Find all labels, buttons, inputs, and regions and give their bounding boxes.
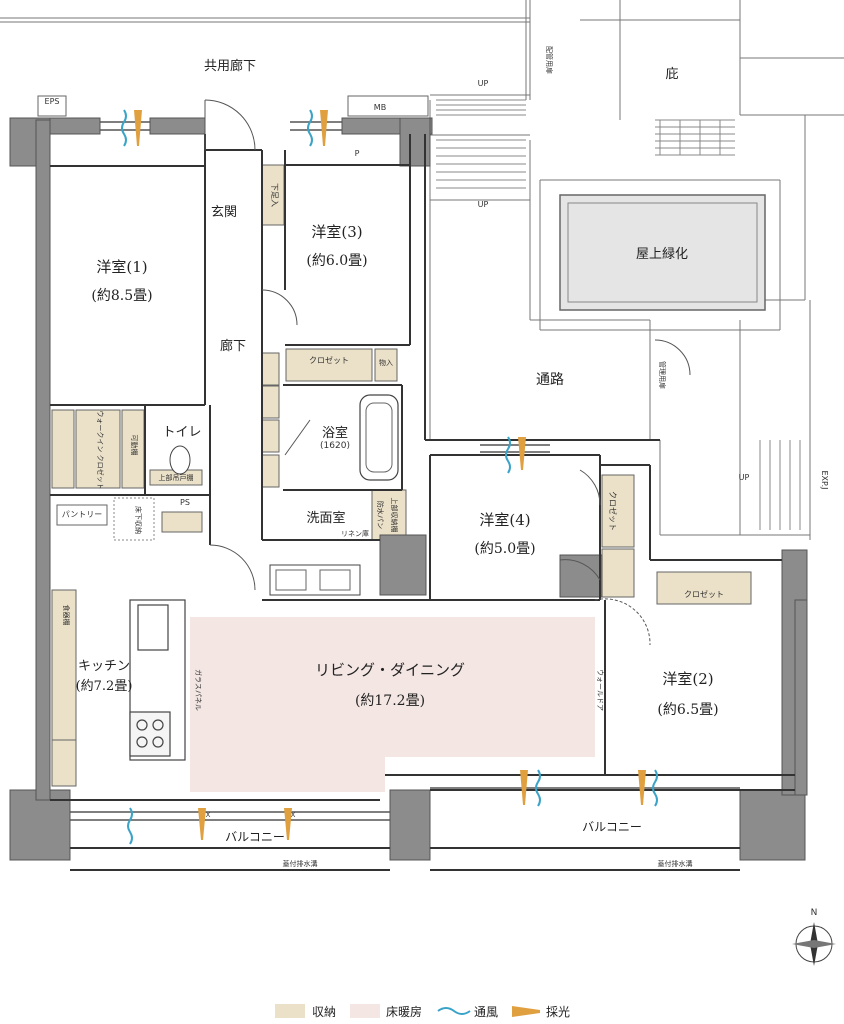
interior-walls bbox=[50, 134, 795, 871]
legend-storage-label: 収納 bbox=[312, 1005, 336, 1019]
rooftop-green-label: 屋上緑化 bbox=[636, 247, 688, 262]
glass-panel-label: ガラスパネル bbox=[194, 669, 203, 711]
floor-heating-area bbox=[190, 617, 595, 757]
drain-left-label: 蓋付排水溝 bbox=[283, 859, 318, 868]
legend-storage-swatch bbox=[275, 1004, 305, 1018]
pipe-space-label: 配管用扉 bbox=[545, 46, 554, 74]
antifall-pan-label: 防水パン bbox=[376, 501, 385, 529]
legend-floor-heating-swatch bbox=[350, 1004, 380, 1018]
legend-ventilation-icon bbox=[437, 1007, 471, 1015]
compass-rose bbox=[792, 922, 836, 966]
legend: 収納 床暖房 通風 採光 bbox=[275, 1004, 570, 1019]
up-label-1: UP bbox=[478, 79, 489, 88]
room-kitchen-size: (約7.2畳) bbox=[76, 679, 133, 694]
room-western1-name: 洋室(1) bbox=[96, 258, 147, 276]
legend-lighting-icon bbox=[512, 1006, 540, 1017]
room-hallway-name: 廊下 bbox=[220, 338, 246, 354]
storage-areas bbox=[51, 164, 752, 787]
room-bath-size: (1620) bbox=[320, 441, 350, 451]
balcony-left-label: バルコニー bbox=[225, 830, 285, 844]
eps-label: EPS bbox=[45, 97, 60, 106]
up-label-2: UP bbox=[478, 200, 489, 209]
walkin-label: ウォークイン クロゼット bbox=[96, 410, 105, 489]
room-western2-name: 洋室(2) bbox=[662, 670, 713, 688]
p-label: P bbox=[355, 149, 360, 158]
room-washroom-name: 洗面室 bbox=[306, 510, 345, 526]
shoe-label: 下足入 bbox=[270, 183, 279, 207]
up-label-3: UP bbox=[739, 473, 750, 482]
compass-north-label: N bbox=[811, 908, 818, 918]
movable-shelf-label: 可動棚 bbox=[130, 435, 139, 456]
room-aisle-name: 通路 bbox=[536, 372, 564, 388]
pantry-label: パントリー bbox=[62, 510, 102, 519]
drain-right-label: 蓋付排水溝 bbox=[658, 859, 693, 868]
door-swings bbox=[204, 99, 691, 646]
legend-ventilation-label: 通風 bbox=[474, 1005, 498, 1019]
room-kitchen-name: キッチン bbox=[78, 659, 130, 674]
legend-lighting-label: 採光 bbox=[546, 1005, 570, 1019]
rooftop-green-area bbox=[559, 194, 766, 311]
upper-shelf-label: 上部収納棚 bbox=[390, 498, 399, 533]
room-western4-size: (約5.0畳) bbox=[474, 541, 535, 557]
closet3-label: クロゼット bbox=[309, 355, 349, 365]
common-corridor-label: 共用廊下 bbox=[204, 58, 256, 74]
surroundings bbox=[0, 0, 844, 540]
mb-label: MB bbox=[374, 103, 386, 112]
balcony-right-label: バルコニー bbox=[582, 820, 642, 834]
items-label: 物入 bbox=[379, 358, 393, 367]
room-toilet-name: トイレ bbox=[162, 425, 201, 440]
legend-floor-heating-label: 床暖房 bbox=[386, 1004, 422, 1019]
expj-label: EXP.J bbox=[820, 470, 829, 489]
windows bbox=[70, 121, 740, 821]
stairs bbox=[436, 99, 801, 530]
floor-storage-label: 床下収納 bbox=[134, 506, 143, 534]
room-western1-size: (約8.5畳) bbox=[91, 288, 152, 304]
closet2-label: クロゼット bbox=[684, 589, 724, 599]
room-western4-name: 洋室(4) bbox=[479, 511, 530, 529]
room-western2-size: (約6.5畳) bbox=[657, 702, 718, 718]
mgmt-door-label: 管理用扉 bbox=[658, 361, 667, 389]
room-living-size: (約17.2畳) bbox=[355, 693, 425, 709]
linen-label: リネン庫 bbox=[341, 529, 369, 538]
room-western3-name: 洋室(3) bbox=[311, 223, 362, 241]
garden-label: 庇 bbox=[665, 67, 678, 82]
room-entrance-name: 玄関 bbox=[211, 205, 237, 220]
wall-door-label: ウォールドア bbox=[596, 669, 604, 711]
lighting-markers bbox=[134, 110, 646, 840]
room-bath-name: 浴室 bbox=[322, 425, 348, 441]
ventilation-markers bbox=[121, 109, 658, 845]
closet4-label: クロゼット bbox=[608, 491, 618, 531]
ps-label: PS bbox=[180, 498, 190, 507]
room-western3-size: (約6.0畳) bbox=[306, 253, 367, 269]
kitchen-counter bbox=[129, 599, 186, 761]
bathtub bbox=[359, 394, 399, 481]
room-living-name: リビング・ダイニング bbox=[315, 661, 465, 679]
upper-cabinet-label: 上部吊戸棚 bbox=[159, 473, 194, 482]
toilet-fixture bbox=[169, 445, 191, 475]
dish-shelf-label: 食器棚 bbox=[62, 605, 71, 626]
